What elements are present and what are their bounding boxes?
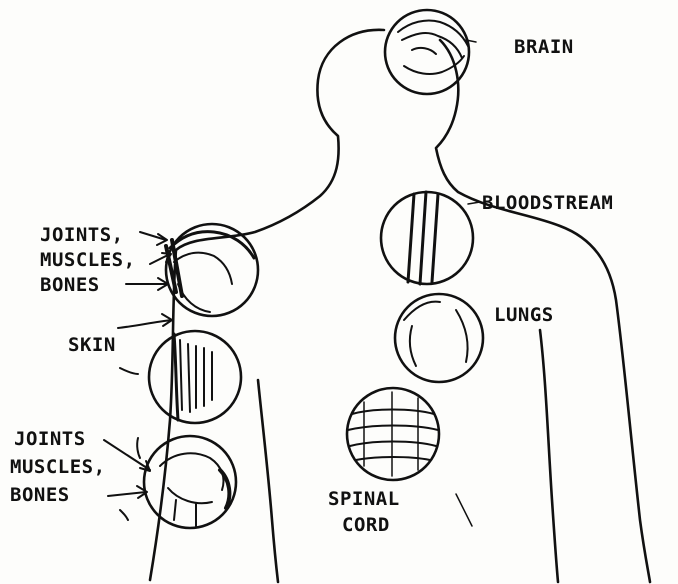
label-joints-lower-line3: BONES	[10, 484, 70, 506]
label-joints-upper-line2: MUSCLES,	[40, 249, 136, 271]
arrow-joints-upper-1	[140, 232, 167, 245]
label-joints-lower-line2: MUSCLES,	[10, 456, 106, 478]
spinal-cord-circle	[347, 388, 439, 480]
inner-arm-left	[258, 380, 278, 582]
brain-circle	[385, 10, 469, 94]
pointer-bloodstream	[468, 202, 480, 204]
label-joints-upper-line3: BONES	[40, 274, 100, 296]
label-joints-upper-line1: JOINTS,	[40, 224, 124, 246]
lower-joints-circle	[144, 436, 236, 528]
skin-circle	[149, 331, 241, 423]
label-joints-lower-line1: JOINTS	[14, 428, 86, 450]
pointer-spinal	[456, 494, 472, 526]
arrow-joints-lower-1	[104, 438, 150, 471]
label-brain: BRAIN	[514, 36, 574, 58]
lungs-circle	[395, 294, 483, 382]
label-spinal-line2: CORD	[342, 514, 390, 536]
label-bloodstream: BLOODSTREAM	[482, 192, 613, 214]
label-lungs: LUNGS	[494, 304, 554, 326]
arrow-joints-upper-3	[126, 278, 168, 290]
label-skin: SKIN	[68, 334, 116, 356]
inner-arm-right	[540, 330, 558, 582]
label-spinal-line1: SPINAL	[328, 488, 400, 510]
bloodstream-circle	[381, 192, 473, 284]
arrow-joints-lower-2	[108, 486, 147, 520]
